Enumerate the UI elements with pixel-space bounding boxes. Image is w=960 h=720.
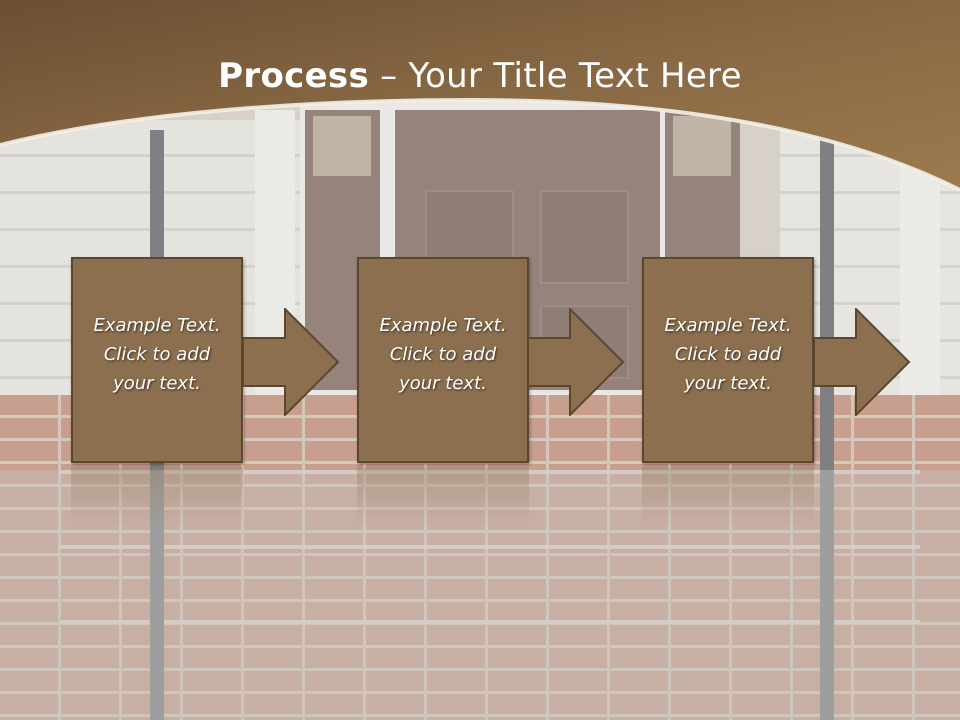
title-rest: – Your Title Text Here — [369, 56, 742, 96]
step-3-text[interactable]: Example Text. Click to add your text. — [644, 311, 812, 398]
step-2-line-3: your text. — [399, 373, 487, 394]
right-arrow-icon — [814, 308, 911, 416]
step-2-line-1: Example Text. — [379, 315, 507, 336]
step-2-text[interactable]: Example Text. Click to add your text. — [359, 311, 527, 398]
title-banner — [0, 0, 960, 192]
process-step-3[interactable]: Example Text. Click to add your text. — [642, 257, 814, 463]
step-1-line-1: Example Text. — [93, 315, 221, 336]
step-2-reflection — [357, 467, 529, 527]
right-arrow-icon — [528, 308, 625, 416]
slide-title[interactable]: Process – Your Title Text Here — [0, 56, 960, 96]
step-3-reflection — [642, 467, 814, 527]
step-2-line-2: Click to add — [389, 344, 497, 365]
handrail-right — [820, 130, 834, 720]
title-bold: Process — [218, 56, 370, 96]
step-1-line-2: Click to add — [103, 344, 211, 365]
process-step-2[interactable]: Example Text. Click to add your text. — [357, 257, 529, 463]
step-1-reflection — [71, 467, 243, 527]
step-1-text[interactable]: Example Text. Click to add your text. — [73, 311, 241, 398]
step-1-line-3: your text. — [113, 373, 201, 394]
step-3-line-1: Example Text. — [664, 315, 792, 336]
step-3-line-2: Click to add — [674, 344, 782, 365]
right-arrow-icon — [243, 308, 340, 416]
step-3-line-3: your text. — [684, 373, 772, 394]
process-step-1[interactable]: Example Text. Click to add your text. — [71, 257, 243, 463]
